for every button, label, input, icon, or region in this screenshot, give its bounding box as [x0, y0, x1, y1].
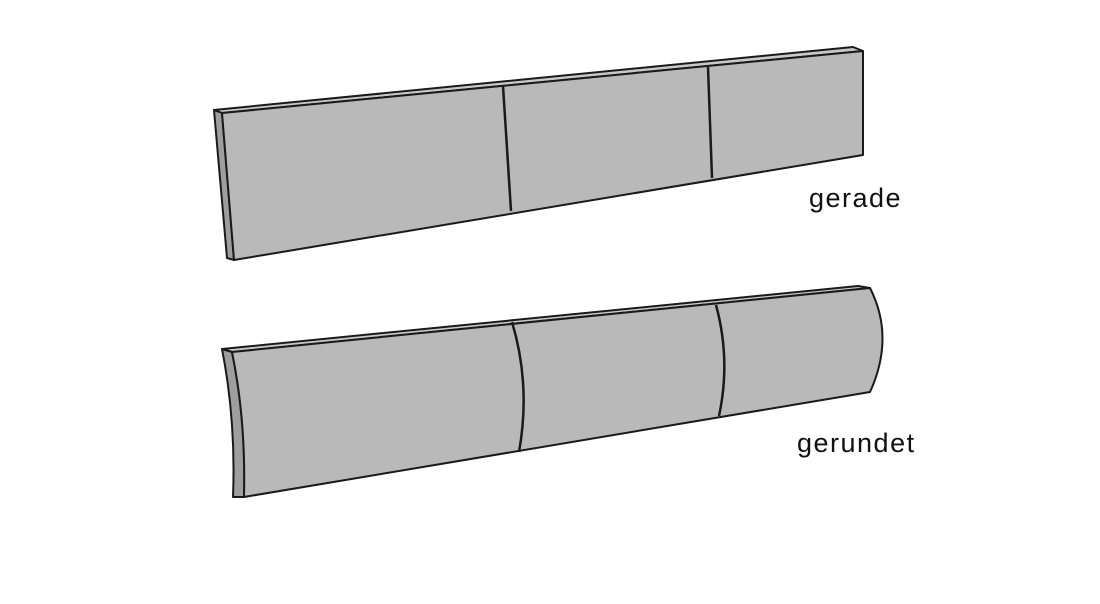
rounded-panel-seam-2 [714, 304, 726, 417]
rounded-panel-label: gerundet [797, 428, 916, 458]
straight-panel-seam-2 [706, 66, 714, 179]
straight-panel-seam-1 [501, 85, 513, 212]
rounded-panel-face [231, 287, 884, 498]
rounded-panel [221, 285, 884, 498]
straight-panel-label: gerade [809, 183, 903, 213]
straight-panel-face [221, 50, 864, 261]
rounded-panel-seam-1 [510, 321, 525, 453]
straight-panel [213, 46, 864, 261]
